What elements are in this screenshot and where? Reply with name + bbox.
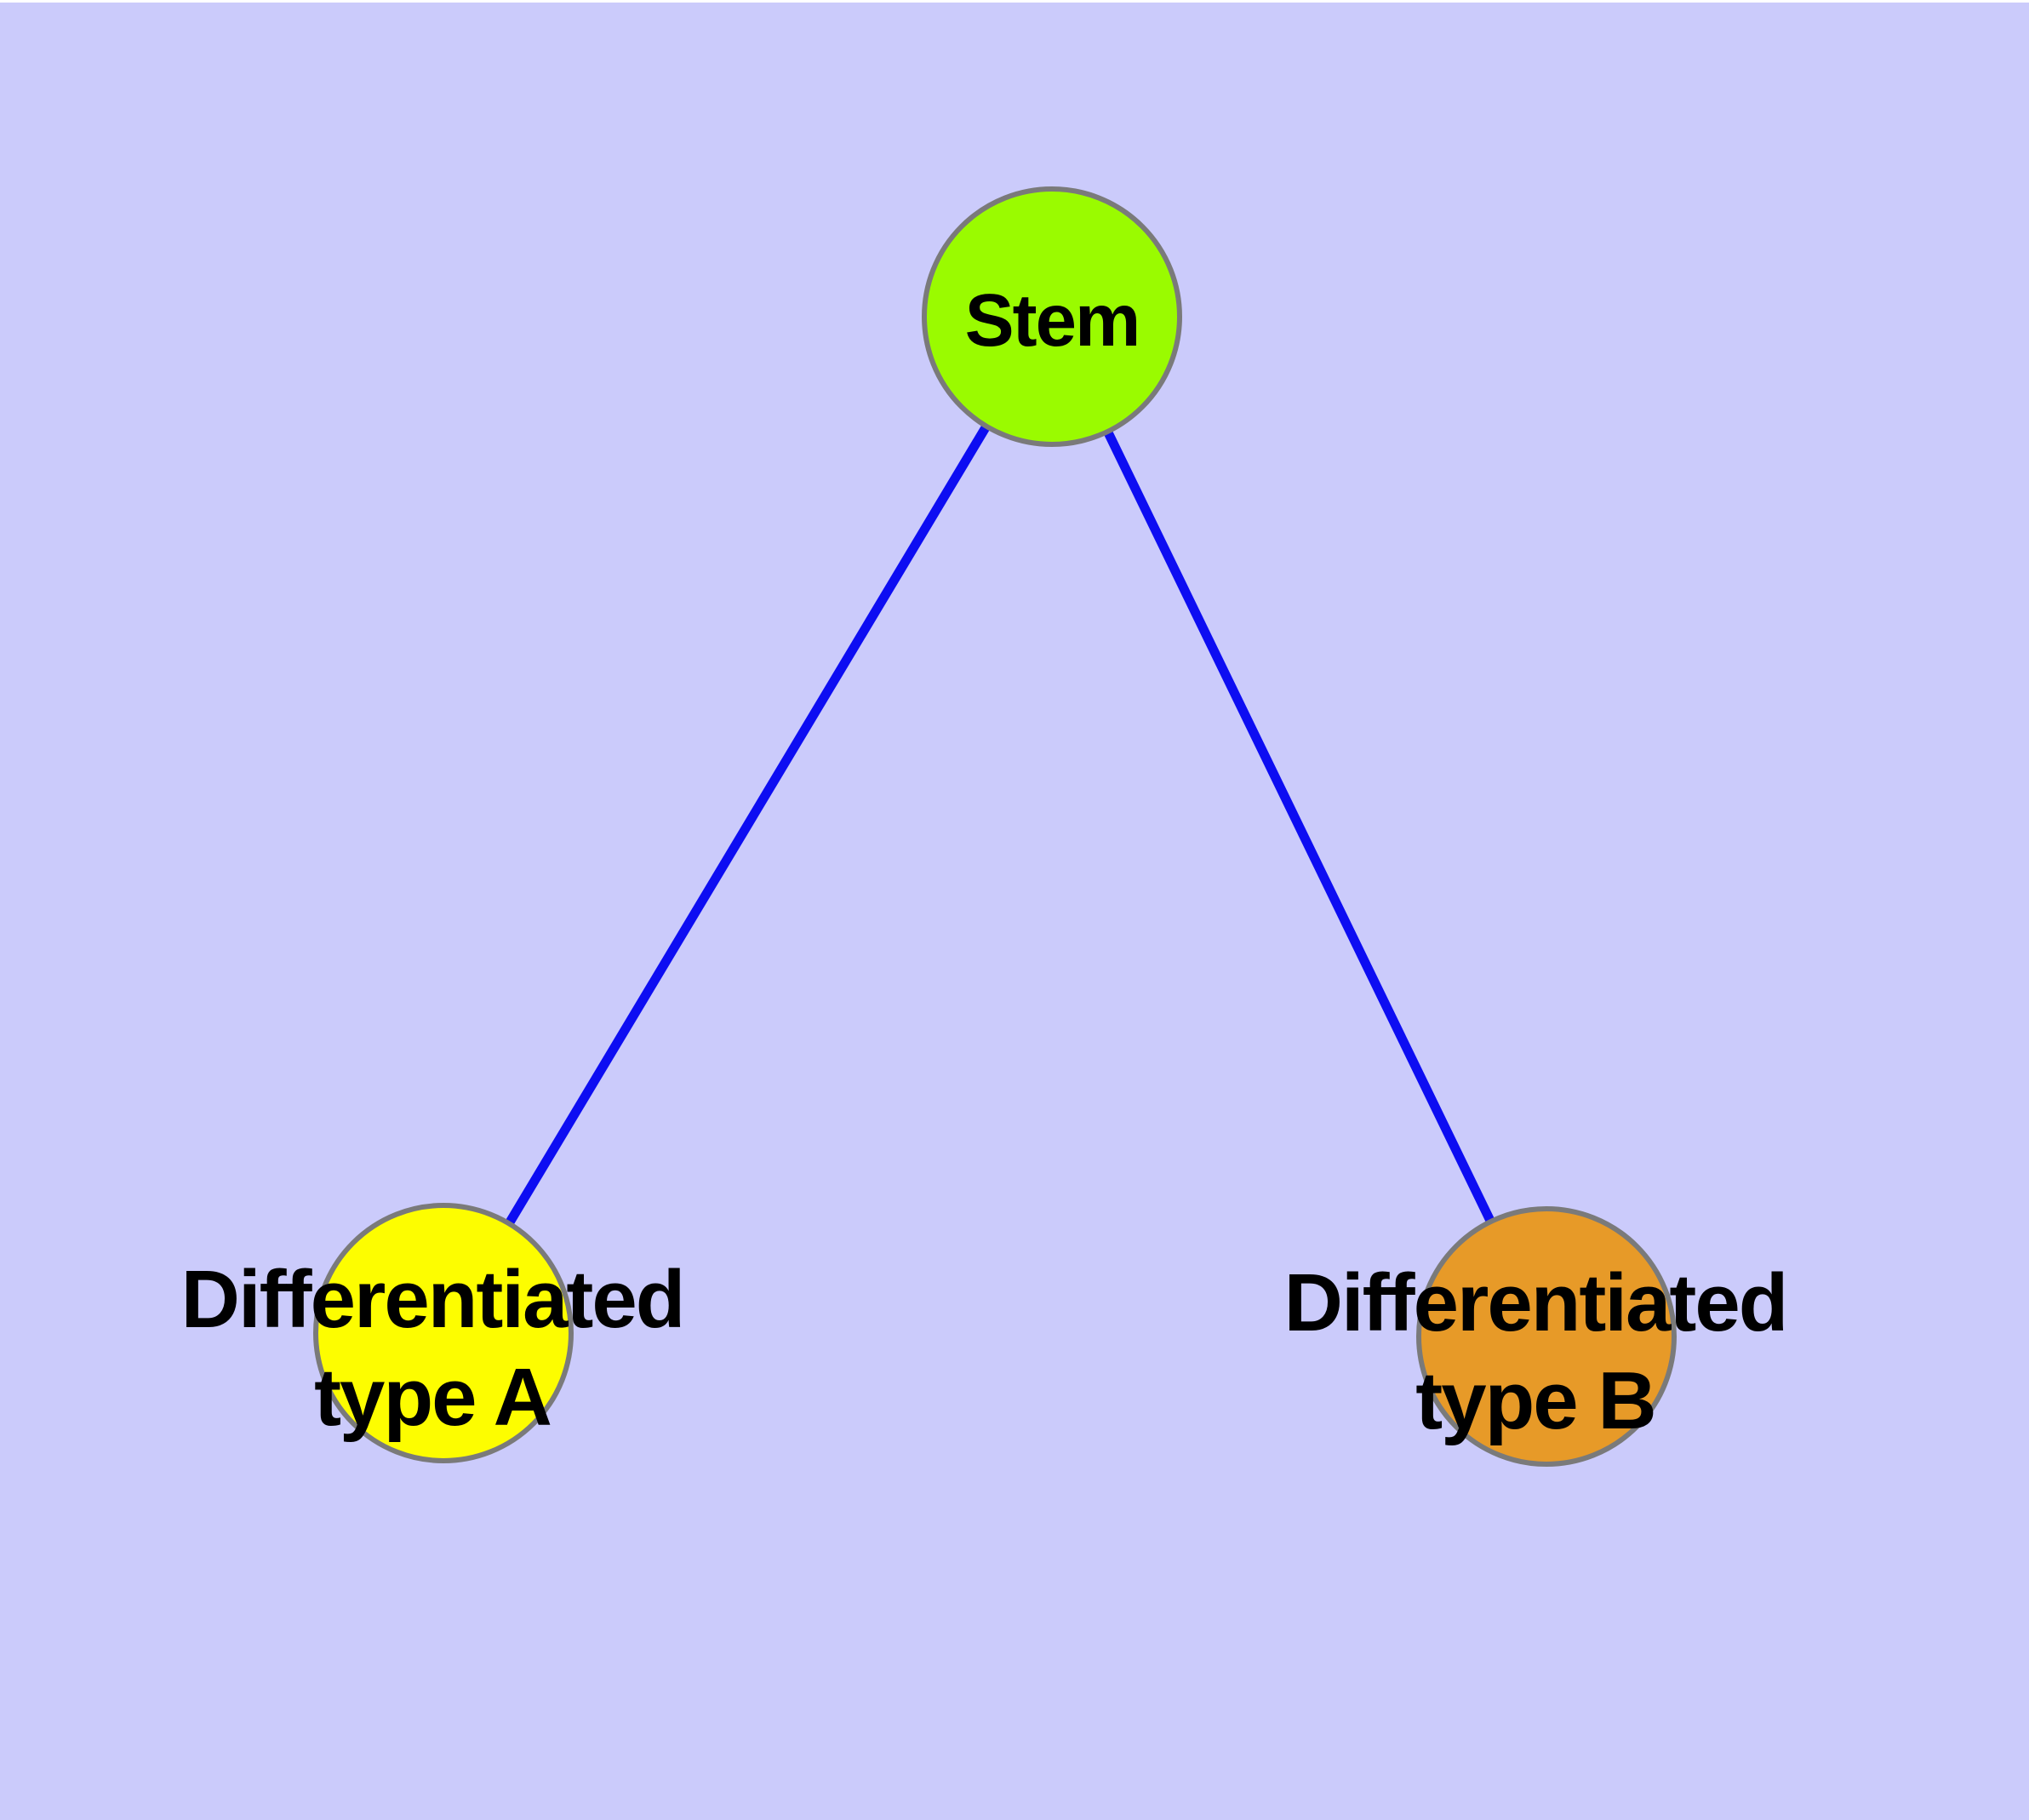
node-stem-label-text: Stem <box>964 278 1141 362</box>
node-type-a-circle <box>313 1203 574 1463</box>
node-type-b-label: Differentiated type B <box>1283 1254 1789 1450</box>
node-type-b-label-line1: Differentiated <box>1283 1256 1789 1348</box>
top-edge-strip <box>0 0 2029 3</box>
node-stem-circle <box>922 186 1182 447</box>
node-type-a-label-line1: Differentiated <box>180 1253 686 1345</box>
node-type-b-circle <box>1416 1206 1677 1467</box>
node-type-a-label: Differentiated type A <box>180 1251 686 1446</box>
edge-stem-to-type-a <box>439 314 1056 1336</box>
node-type-b-label-line2: type B <box>1415 1355 1656 1446</box>
edge-stem-to-type-b <box>1048 314 1551 1339</box>
node-type-a-label-line2: type A <box>314 1352 552 1443</box>
node-stem-label: Stem <box>964 277 1141 365</box>
